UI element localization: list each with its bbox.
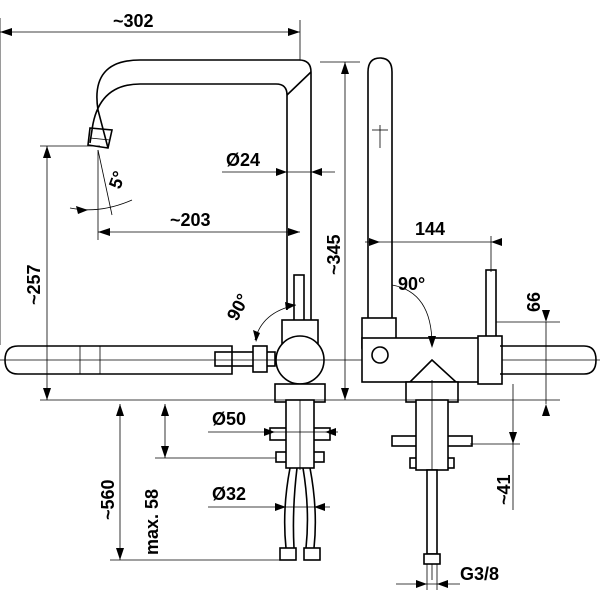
lever-base-side (477, 335, 503, 385)
label-deck-thickness: max. 58 (142, 489, 162, 555)
side-view (361, 57, 597, 580)
label-lever-offset: 144 (415, 219, 445, 239)
label-lever-swing-front: 90° (223, 290, 253, 323)
handle-front-outline (4, 345, 233, 375)
hose-fitting-left (279, 547, 297, 561)
connection-nut-side (423, 553, 441, 565)
lever-stem-side (485, 269, 497, 341)
dimensions (0, 18, 560, 590)
dimension-labels: ~302 Ø24 5° ~203 ~257 ~345 90° Ø50 Ø32 ~… (24, 11, 544, 584)
label-lever-swing-side: 90° (398, 274, 425, 294)
label-spray-angle: 5° (105, 168, 130, 191)
spout-column-side (367, 57, 393, 320)
spout-top-cap (286, 71, 312, 96)
label-body-height: ~41 (494, 474, 514, 505)
label-connection-thread: G3/8 (460, 564, 499, 584)
spout-outline-outer (89, 83, 288, 310)
label-spout-diameter: Ø24 (226, 150, 260, 170)
mixer-pivot-side (371, 346, 389, 364)
hose-left-front (283, 467, 291, 549)
label-thread-diameter: Ø32 (212, 484, 246, 504)
label-total-height: ~345 (324, 234, 344, 275)
handle-side-outline (500, 345, 597, 375)
hose-right-front-b (309, 467, 317, 549)
spout-outline-inner (96, 59, 312, 340)
label-base-diameter: Ø50 (212, 409, 246, 429)
front-view (0, 59, 600, 561)
lever-knob-front (252, 345, 268, 373)
label-outlet-reach: ~203 (170, 210, 211, 230)
label-outlet-height: ~257 (24, 264, 44, 305)
connection-tube-side (426, 469, 438, 555)
hose-left-front-b (292, 467, 298, 549)
label-reach-total: ~302 (113, 11, 154, 31)
nozzle-tip-line (89, 137, 111, 141)
nozzle-tip (87, 127, 113, 149)
hose-fitting-right (303, 547, 321, 561)
label-hose-length: ~560 (98, 479, 118, 520)
label-lever-height: 66 (524, 292, 544, 312)
hose-right-front (302, 467, 309, 549)
